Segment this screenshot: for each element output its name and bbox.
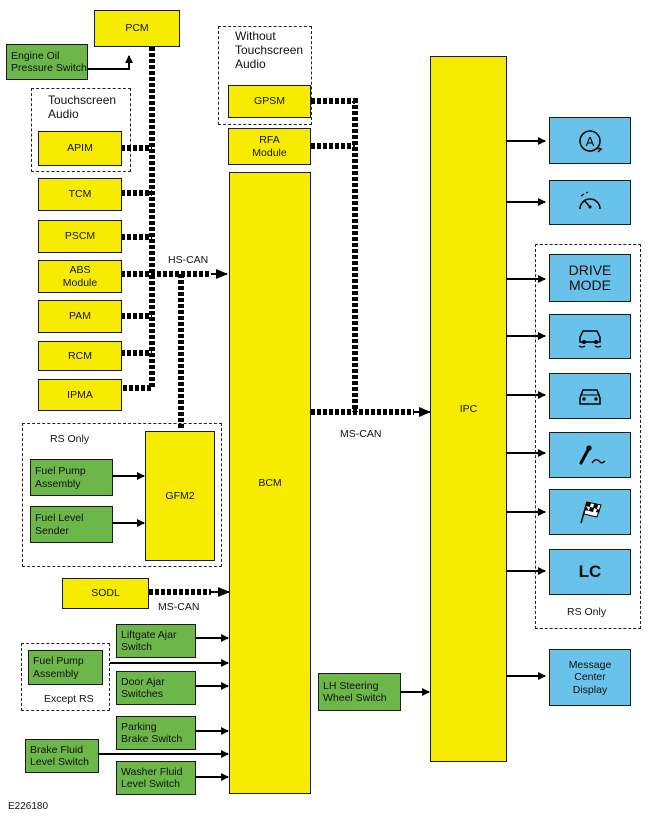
- rfa-module[interactable]: RFA Module: [228, 128, 311, 165]
- svg-text:A: A: [586, 134, 595, 149]
- fuel-pump-assembly-rs[interactable]: Fuel Pump Assembly: [30, 459, 113, 496]
- rcm-label: RCM: [68, 349, 92, 362]
- auto-start-stop-icon: A: [579, 129, 603, 153]
- rcm-module[interactable]: RCM: [38, 341, 122, 371]
- liftgate-ajar-switch[interactable]: Liftgate Ajar Switch: [116, 624, 196, 658]
- liftgate-label: Liftgate Ajar Switch: [121, 628, 177, 653]
- rs-only-left-label: RS Only: [50, 433, 90, 445]
- fuel-level-sender[interactable]: Fuel Level Sender: [30, 506, 113, 543]
- bcm-module[interactable]: BCM: [229, 172, 311, 794]
- touchscreen-audio-label: Touchscreen Audio: [48, 93, 117, 121]
- pscm-module[interactable]: PSCM: [38, 220, 122, 253]
- vehicle-slip-icon: [578, 329, 602, 348]
- bcm-label: BCM: [258, 476, 282, 489]
- race-flag-icon: [580, 501, 602, 524]
- speed-control-icon: [579, 190, 601, 209]
- fuel-pump-except-label: Fuel Pump Assembly: [33, 655, 84, 680]
- abs-module[interactable]: ABS Module: [38, 260, 122, 293]
- lh-steering-label: LH Steering Wheel Switch: [323, 679, 387, 704]
- drive-mode-indicator[interactable]: DRIVE MODE: [549, 254, 631, 302]
- speed-control-indicator[interactable]: [549, 180, 631, 225]
- fuel-pump-assembly-except-rs[interactable]: Fuel Pump Assembly: [28, 650, 103, 685]
- washer-fluid-level-switch[interactable]: Washer Fluid Level Switch: [116, 761, 196, 795]
- sodl-label: SODL: [91, 587, 120, 600]
- rs-only-right-label: RS Only: [567, 606, 607, 618]
- fuel-pump-rs-label: Fuel Pump Assembly: [35, 465, 86, 490]
- rs-only-left-group: [22, 423, 222, 567]
- lh-steering-wheel-switch[interactable]: LH Steering Wheel Switch: [318, 673, 401, 711]
- auto-start-stop-indicator[interactable]: A: [549, 117, 631, 164]
- vehicle-front-indicator[interactable]: [549, 373, 631, 419]
- washer-fluid-label: Washer Fluid Level Switch: [121, 765, 183, 790]
- gfm2-label: GFM2: [165, 489, 195, 502]
- figure-id: E226180: [8, 801, 49, 812]
- except-rs-group: [21, 643, 110, 711]
- brake-fluid-label: Brake Fluid Level Switch: [30, 743, 89, 768]
- fuel-level-label: Fuel Level Sender: [35, 512, 84, 537]
- without-touchscreen-audio-label: Without Touchscreen Audio: [235, 29, 304, 71]
- rfa-module-label: RFA Module: [252, 134, 287, 159]
- launch-control-text: LC: [578, 562, 602, 582]
- track-mode-icon: [579, 445, 606, 465]
- tcm-label: TCM: [68, 188, 92, 201]
- ipc-label: IPC: [459, 402, 478, 415]
- brake-fluid-level-switch[interactable]: Brake Fluid Level Switch: [25, 739, 99, 773]
- gpsm-module[interactable]: GPSM: [228, 85, 311, 118]
- tcm-module[interactable]: TCM: [38, 178, 122, 211]
- apim-module[interactable]: APIM: [38, 131, 122, 166]
- sodl-module[interactable]: SODL: [62, 578, 149, 609]
- drive-mode-text: DRIVE MODE: [568, 261, 612, 293]
- engine-oil-pressure-switch[interactable]: Engine Oil Pressure Switch: [6, 44, 88, 80]
- door-ajar-label: Door Ajar Switches: [121, 675, 165, 700]
- abs-module-label: ABS Module: [62, 264, 98, 289]
- ipma-label: IPMA: [67, 388, 93, 401]
- parking-brake-label: Parking Brake Switch: [121, 720, 183, 745]
- track-mode-indicator[interactable]: [549, 432, 631, 478]
- ipma-module[interactable]: IPMA: [38, 379, 122, 411]
- door-ajar-switches[interactable]: Door Ajar Switches: [116, 671, 196, 705]
- ms-can-bus: [311, 98, 414, 415]
- hs-can-label: HS-CAN: [168, 254, 209, 266]
- apim-label: APIM: [67, 142, 93, 155]
- message-center-label: Message Center Display: [568, 659, 612, 696]
- ms-can-sodl-label: MS-CAN: [158, 601, 200, 613]
- gpsm-label: GPSM: [254, 95, 285, 108]
- ipc-module[interactable]: IPC: [430, 56, 507, 762]
- hs-can-bus: [121, 47, 211, 430]
- rs-only-right-group: [535, 244, 641, 629]
- vehicle-front-icon: [579, 389, 601, 405]
- vehicle-slip-indicator[interactable]: [549, 314, 631, 359]
- pam-module[interactable]: PAM: [38, 300, 122, 333]
- pscm-label: PSCM: [64, 230, 96, 243]
- launch-control-indicator[interactable]: LC: [549, 549, 631, 595]
- parking-brake-switch[interactable]: Parking Brake Switch: [116, 716, 196, 750]
- except-rs-label: Except RS: [44, 693, 94, 705]
- message-center-display[interactable]: Message Center Display: [549, 649, 631, 706]
- pcm-module[interactable]: PCM: [94, 10, 180, 47]
- ms-can-ipc-label: MS-CAN: [340, 428, 382, 440]
- gfm2-module[interactable]: GFM2: [145, 431, 215, 561]
- race-flag-indicator[interactable]: [549, 489, 631, 535]
- without-touchscreen-audio-group: [218, 26, 312, 125]
- engine-oil-label: Engine Oil Pressure Switch: [11, 49, 87, 74]
- pam-label: PAM: [69, 310, 91, 323]
- pcm-label: PCM: [125, 22, 149, 35]
